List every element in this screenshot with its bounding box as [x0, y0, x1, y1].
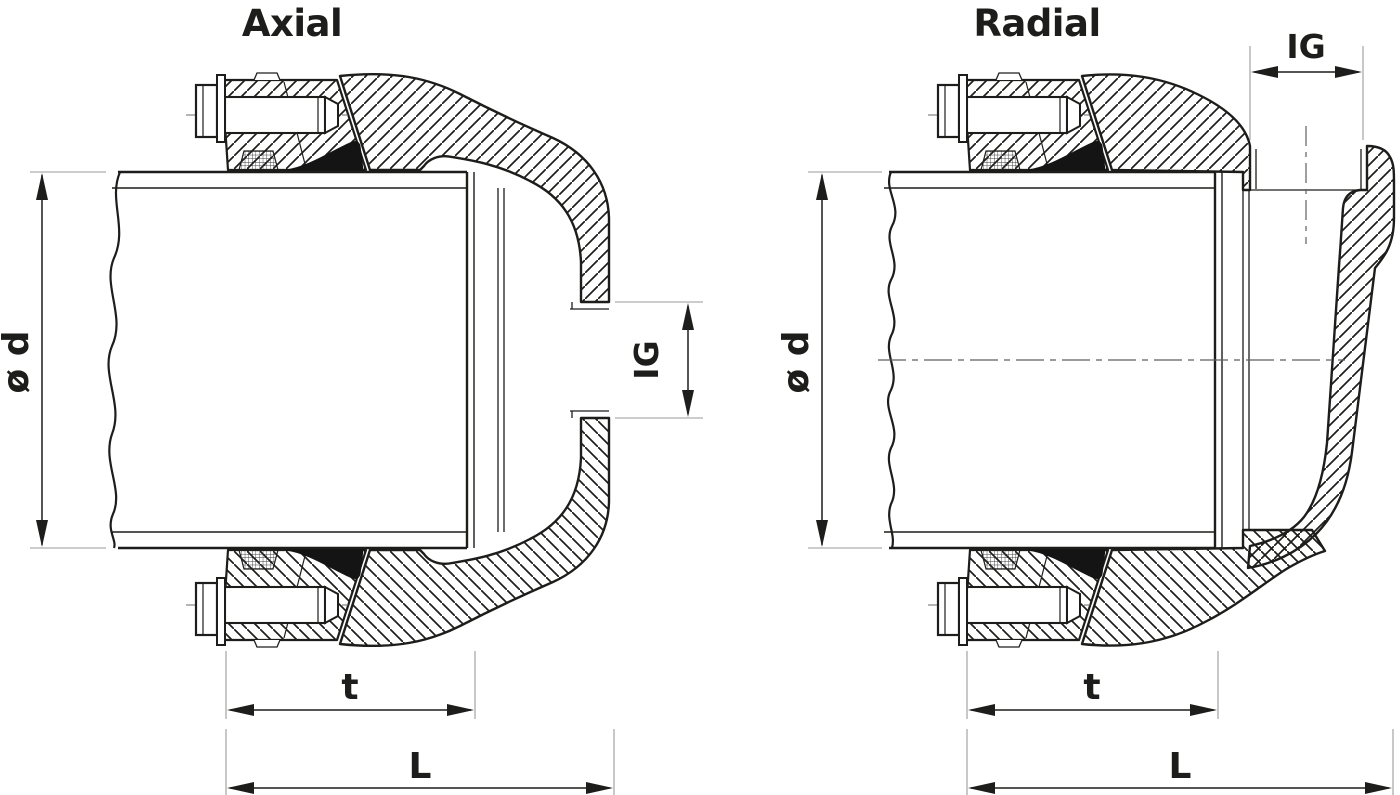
socket-inner-wall-lines: [497, 188, 505, 532]
arrowhead-up: [36, 173, 48, 200]
arrowhead-right: [1190, 704, 1217, 716]
axial-view: Axial ø d IG: [0, 2, 703, 795]
radial-depth-dimension: t: [966, 651, 1219, 719]
radial-view: Radial: [776, 2, 1396, 795]
arrowhead-left: [1251, 66, 1278, 78]
pipe-break-line: [107, 171, 122, 549]
arrowhead-right: [586, 782, 613, 794]
arrowhead-left: [227, 782, 254, 794]
arrowhead-right: [1365, 782, 1392, 794]
radial-thread-dimension: IG: [1249, 27, 1364, 140]
extension-lines: [808, 171, 882, 549]
arrowhead-right: [1335, 66, 1362, 78]
extension-lines: [1249, 46, 1364, 140]
axial-thread-dimension: IG: [615, 301, 703, 419]
arrowhead-down: [36, 520, 48, 547]
radial-view-title: Radial: [973, 2, 1100, 45]
radial-length-dimension: L: [966, 729, 1394, 795]
axial-length-dimension: L: [225, 729, 615, 795]
extension-lines: [615, 301, 703, 419]
axial-depth-label: t: [341, 667, 358, 708]
arrowhead-left: [968, 782, 995, 794]
arrowhead-down: [682, 390, 694, 417]
socket-end-cap-section: [1246, 144, 1396, 570]
arrowhead-down: [816, 520, 828, 547]
axial-thread-label: IG: [627, 340, 666, 379]
axial-length-label: L: [409, 746, 432, 787]
extension-lines: [30, 171, 106, 549]
arrowhead-up: [682, 303, 694, 330]
radial-thread-label: IG: [1286, 27, 1325, 66]
extension-lines: [225, 729, 615, 795]
axial-diameter-label: ø d: [0, 330, 37, 393]
axial-depth-dimension: t: [225, 651, 476, 719]
arrowhead-left: [227, 704, 254, 716]
radial-length-label: L: [1169, 746, 1192, 787]
extension-lines: [966, 729, 1394, 795]
arrowhead-left: [968, 704, 995, 716]
extension-lines: [225, 651, 476, 719]
arrowhead-right: [447, 704, 474, 716]
radial-diameter-label: ø d: [776, 330, 817, 393]
axial-diameter-dimension: ø d: [0, 171, 106, 549]
radial-diameter-dimension: ø d: [776, 171, 882, 549]
extension-lines: [966, 651, 1219, 719]
arrowhead-up: [816, 173, 828, 200]
axial-view-title: Axial: [242, 2, 342, 45]
pipe-body: [110, 171, 474, 549]
radial-depth-label: t: [1083, 667, 1100, 708]
pipe-outline: [107, 170, 475, 550]
